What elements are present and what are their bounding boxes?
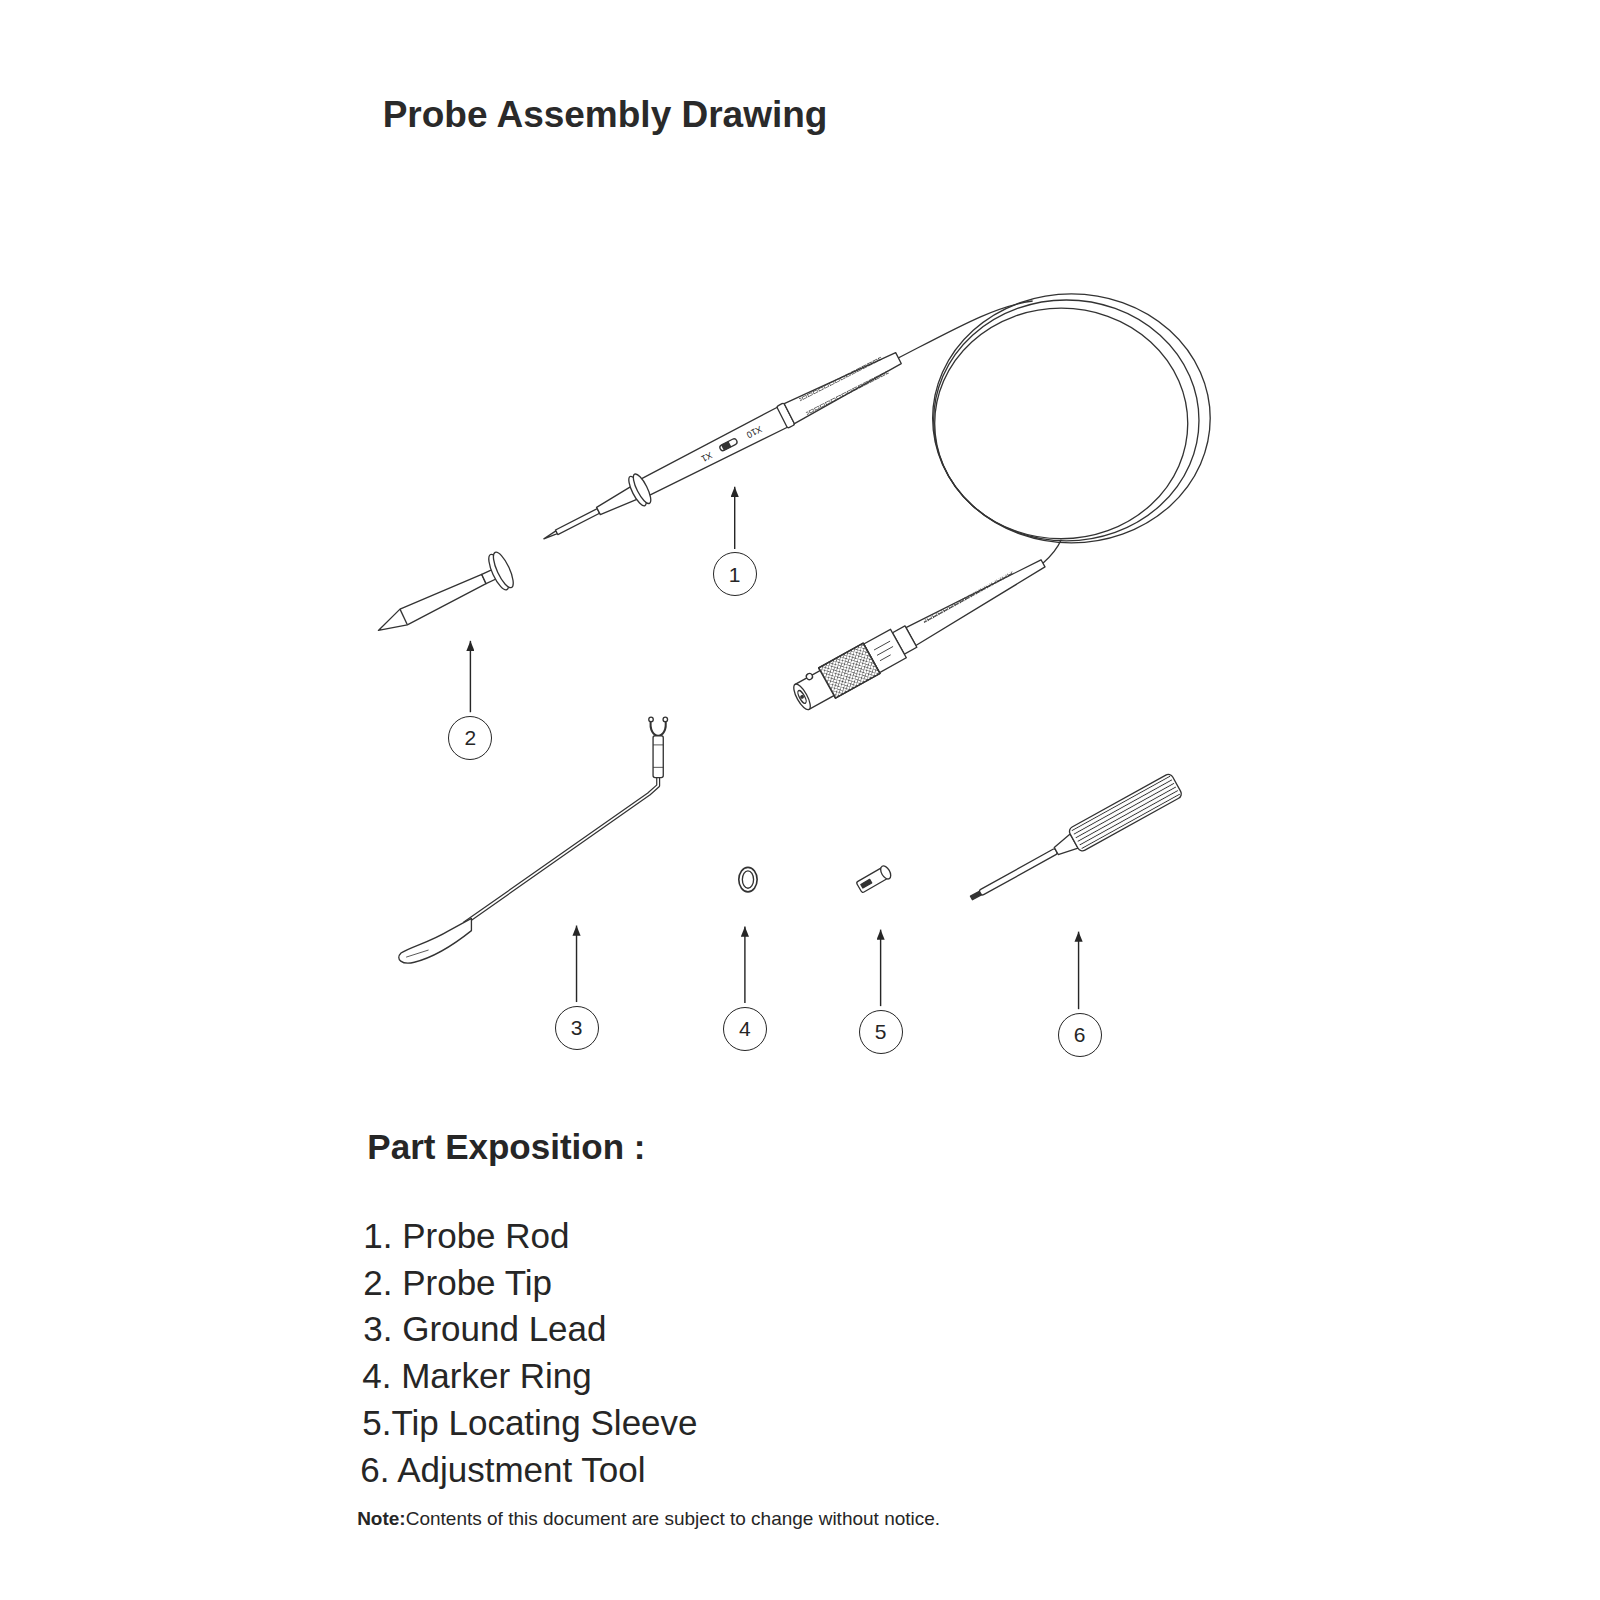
leader-arrow [880, 930, 881, 1007]
leader-arrow [1078, 932, 1079, 1010]
callout-number: 2 [465, 727, 477, 748]
ground-wire [464, 778, 658, 924]
ground-sleeve [653, 745, 663, 767]
probe-cable [898, 294, 1210, 563]
strain-relief-ribs [923, 571, 1014, 623]
probe-grip [784, 348, 903, 424]
cable-coil [935, 308, 1188, 539]
callout-circle: 4 [723, 1007, 767, 1051]
ground-hook [663, 717, 667, 721]
callout-circle: 3 [555, 1006, 599, 1050]
strain-relief [906, 554, 1048, 645]
ground-hook [651, 719, 666, 735]
probe-tip-flange [490, 550, 517, 590]
bnc-center-pin [800, 695, 803, 698]
probe-shaft [555, 509, 599, 535]
callout-circle: 2 [448, 716, 492, 760]
cable-wire [898, 301, 1033, 358]
callout-number: 1 [729, 564, 741, 585]
range-switch-knob [722, 442, 731, 450]
range-switch [719, 438, 738, 452]
note-label: Note: [357, 1509, 406, 1528]
cable-coil [934, 300, 1199, 541]
tool-handle-ridges [1071, 775, 1180, 849]
bnc-face [791, 682, 814, 712]
callout-circle: 6 [1058, 1013, 1102, 1057]
cable-coil [933, 294, 1211, 543]
note-text: Contents of this document are subject to… [406, 1509, 940, 1528]
probe-tip [369, 550, 517, 646]
probe-rod [536, 344, 905, 554]
tool-handle [1068, 773, 1183, 853]
ground-hook [649, 717, 653, 721]
ground-wire [464, 778, 658, 924]
drawing-title: Probe Assembly Drawing [383, 96, 828, 133]
tip-sleeve-slot [861, 879, 872, 888]
leader-arrow [734, 487, 735, 549]
bnc-face [796, 689, 807, 704]
bnc-pin [805, 672, 813, 680]
cable-wire [1043, 540, 1061, 563]
marker-ring [739, 867, 757, 891]
alligator-clip [406, 950, 428, 957]
probe-body [637, 406, 790, 499]
probe-needle [543, 531, 557, 540]
callout-circle: 1 [713, 552, 757, 596]
leader-arrow [576, 926, 577, 1003]
probe-tip-body [374, 572, 488, 637]
callout-number: 3 [571, 1017, 583, 1038]
leader-arrow [470, 641, 471, 712]
part-name: 4. Marker Ring [362, 1358, 592, 1393]
tip-sleeve [856, 864, 893, 894]
part-name: 5.Tip Locating Sleeve [362, 1405, 697, 1440]
alligator-clip [399, 918, 472, 963]
part-name: 3. Ground Lead [363, 1311, 606, 1346]
leader-arrow [744, 927, 745, 1004]
probe-flange [630, 472, 654, 506]
part-name: 6. Adjustment Tool [360, 1452, 645, 1487]
bnc-band-marks [874, 641, 896, 661]
marker-ring [739, 867, 757, 891]
ground-sleeve [653, 736, 663, 778]
marker-ring [742, 871, 753, 888]
part-name: 2. Probe Tip [363, 1265, 552, 1300]
leader-arrows [470, 487, 1078, 1009]
section-heading: Part Exposition : [367, 1129, 645, 1164]
callout-number: 4 [739, 1018, 751, 1039]
grip-ribs [806, 371, 889, 415]
probe-parts [369, 294, 1210, 963]
tip-sleeve-end [879, 864, 893, 880]
probe-tip-edge [400, 609, 407, 625]
bnc-connector [789, 548, 1051, 714]
callout-number: 5 [875, 1021, 887, 1042]
part-name: 1. Probe Rod [363, 1218, 569, 1253]
ground-lead [399, 717, 668, 963]
callout-number: 6 [1074, 1024, 1086, 1045]
adjustment-tool [965, 773, 1183, 910]
callout-circle: 5 [859, 1010, 903, 1054]
tool-shaft [979, 848, 1058, 895]
